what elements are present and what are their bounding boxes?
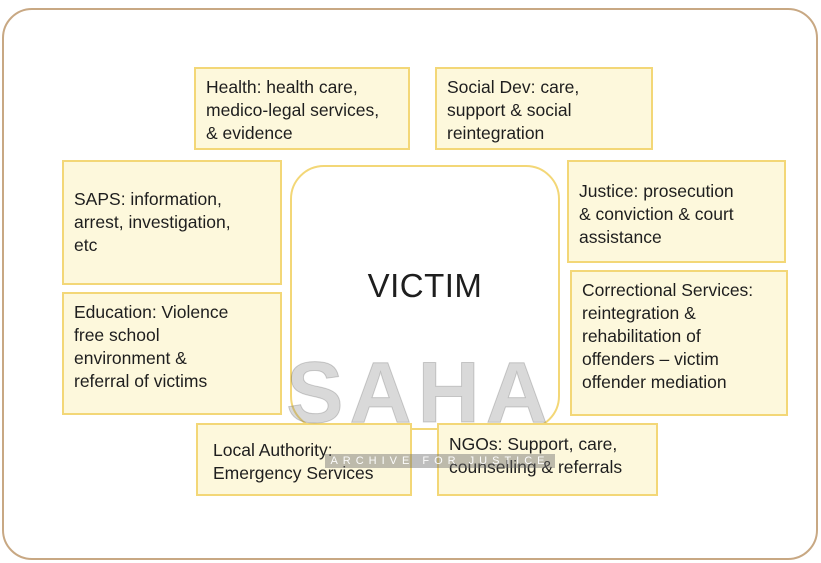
victim-center-box: VICTIM (290, 165, 560, 430)
correctional-services-box: Correctional Services: reintegration & r… (570, 270, 788, 416)
education-box: Education: Violence free school environm… (62, 292, 282, 415)
justice-box: Justice: prosecution & conviction & cour… (567, 160, 786, 263)
health-box: Health: health care, medico-legal servic… (194, 67, 410, 150)
victim-label: VICTIM (367, 267, 483, 304)
social-dev-box: Social Dev: care, support & social reint… (435, 67, 653, 150)
local-authority-box: Local Authority: Emergency Services (196, 423, 412, 496)
saps-box: SAPS: information, arrest, investigation… (62, 160, 282, 285)
ngos-box: NGOs: Support, care, counselling & refer… (437, 423, 658, 496)
